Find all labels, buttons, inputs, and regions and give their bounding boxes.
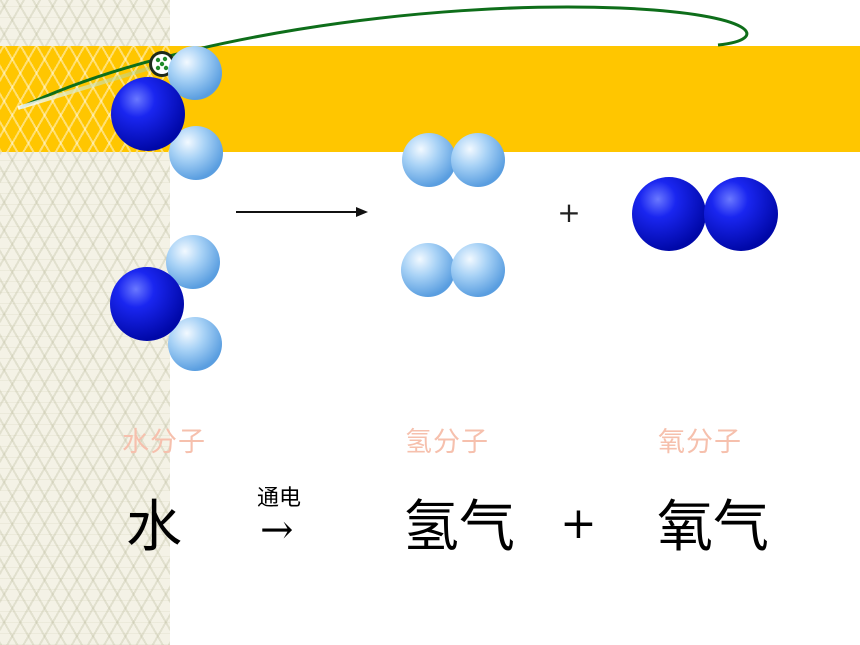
equation-product-oxygen: 氧气 xyxy=(657,495,769,560)
hydrogen-molecule-2 xyxy=(401,243,505,297)
water-molecule-1 xyxy=(111,46,223,180)
hydrogen-molecule-1 xyxy=(402,133,505,187)
hydrogen-atom xyxy=(169,126,223,180)
green-swoosh-line xyxy=(19,5,749,110)
equation-arrow: → xyxy=(260,507,294,553)
light-streak xyxy=(17,66,151,110)
hydrogen-molecule-label: 氢分子 xyxy=(405,427,489,458)
diagram-plus-sign: + xyxy=(557,196,580,229)
oxygen-atom xyxy=(111,77,185,151)
oxygen-atom xyxy=(704,177,778,251)
oxygen-atom xyxy=(632,177,706,251)
hydrogen-atom xyxy=(451,243,505,297)
hydrogen-atom xyxy=(168,46,222,100)
oxygen-molecule-label: 氧分子 xyxy=(658,427,742,458)
hydrogen-atom xyxy=(168,317,222,371)
equation-reactant: 水 xyxy=(126,495,182,560)
equation-condition: 通电 xyxy=(257,486,302,511)
equation-product-hydrogen: 氢气 xyxy=(403,495,515,560)
hydrogen-atom xyxy=(402,133,456,187)
hydrogen-atom xyxy=(401,243,455,297)
hydrogen-atom xyxy=(451,133,505,187)
water-molecule-2 xyxy=(110,235,222,371)
hydrogen-atom xyxy=(166,235,220,289)
water-molecule-label: 水分子 xyxy=(122,427,206,458)
oxygen-molecule xyxy=(632,177,778,251)
oxygen-atom xyxy=(110,267,184,341)
reaction-arrow xyxy=(236,207,368,217)
equation-plus-sign: + xyxy=(560,498,597,549)
